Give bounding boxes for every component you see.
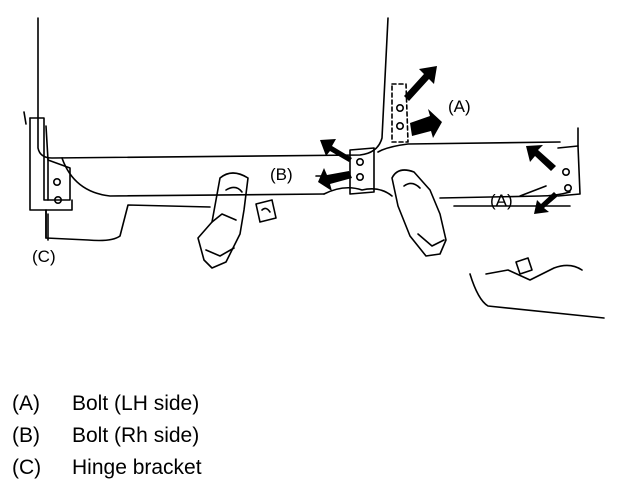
hood-clip — [255, 199, 583, 281]
arrow-b-bottom — [318, 168, 352, 191]
hinge-bracket — [23, 111, 73, 239]
bolt-arrows — [318, 66, 558, 214]
arrow-upper-a-bottom — [410, 109, 442, 138]
hood-hinge-diagram: (A) (B) (A) (C) — [23, 17, 605, 319]
upper-hinge-plate — [391, 83, 409, 143]
legend-text: Bolt (LH side) — [72, 392, 200, 415]
legend-key: (B) — [12, 424, 40, 447]
left-hand — [197, 172, 249, 269]
callout-c: (C) — [32, 247, 56, 266]
callout-a-lower: (A) — [490, 191, 513, 210]
leader-lines — [47, 175, 547, 241]
arrow-b-top — [320, 139, 352, 162]
legend-key: (C) — [12, 456, 42, 479]
callout-b: (B) — [270, 165, 293, 184]
legend-text: Hinge bracket — [72, 456, 202, 479]
right-hand — [391, 169, 447, 257]
legend-text: Bolt (Rh side) — [72, 424, 200, 447]
center-hinge-plate — [349, 147, 375, 195]
arrow-upper-a-top — [404, 66, 437, 101]
callout-a-upper: (A) — [448, 97, 471, 116]
right-hinge-plate — [557, 127, 581, 197]
arrow-right-a-top — [526, 145, 556, 171]
legend-key: (A) — [12, 392, 40, 415]
arrow-right-a-bottom — [534, 192, 558, 214]
